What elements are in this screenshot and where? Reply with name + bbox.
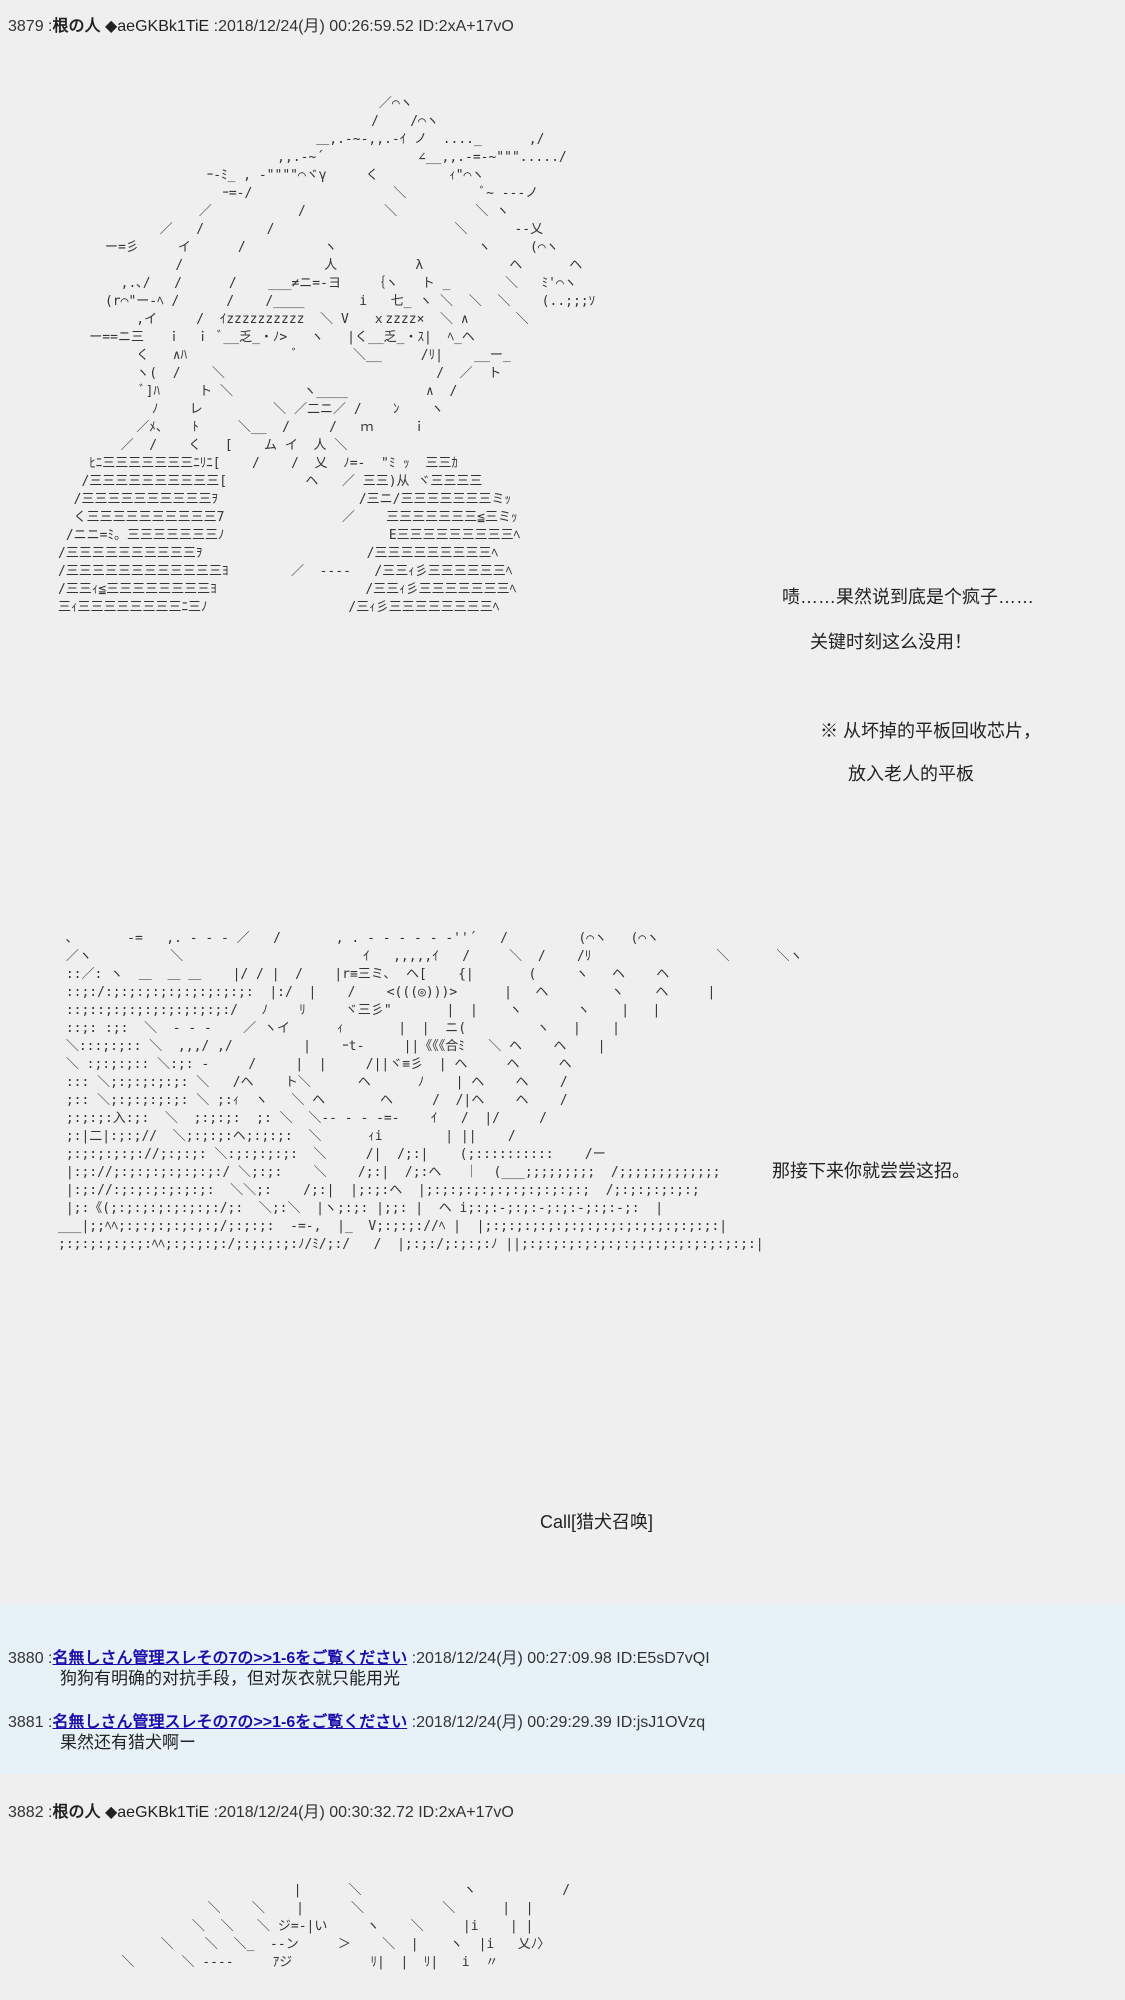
post-number[interactable]: 3880: [8, 1650, 44, 1667]
reply-body: 狗狗有明确的对抗手段，但对灰衣就只能用光: [60, 1669, 400, 1688]
post-datetime: :2018/12/24(月) 00:26:59.52: [213, 18, 414, 35]
poster-name: 根の人: [52, 1804, 101, 1821]
poster-name-link[interactable]: 名無しさん管理スレその7の>>1-6をご覧ください: [52, 1650, 408, 1667]
poster-name: 根の人: [52, 18, 101, 35]
post-datetime: :2018/12/24(月) 00:29:29.39: [411, 1714, 612, 1731]
poster-name-link[interactable]: 名無しさん管理スレその7の>>1-6をご覧ください: [52, 1714, 408, 1731]
post-header: 3881 :名無しさん管理スレその7の>>1-6をご覧ください :2018/12…: [8, 1714, 706, 1731]
skill-call-text: Call[猎犬召唤]: [540, 1512, 654, 1532]
post-id[interactable]: ID:2xA+17vO: [418, 18, 514, 35]
post-header: 3882 :根の人 ◆aeGKBk1TiE :2018/12/24(月) 00:…: [8, 1804, 514, 1821]
post-number[interactable]: 3882: [8, 1804, 44, 1821]
post-id[interactable]: ID:E5sD7vQI: [616, 1650, 710, 1667]
narration-line: 啧……果然说到底是个疯子……: [782, 587, 1034, 607]
post-datetime: :2018/12/24(月) 00:30:32.72: [213, 1804, 414, 1821]
post-number[interactable]: 3879: [8, 18, 44, 35]
replies-section: 3880 :名無しさん管理スレその7の>>1-6をご覧ください :2018/12…: [0, 1604, 1125, 1774]
narration-line: 放入老人的平板: [848, 764, 974, 784]
post-datetime: :2018/12/24(月) 00:27:09.98: [411, 1650, 612, 1667]
poster-trip: ◆aeGKBk1TiE: [104, 18, 210, 35]
poster-trip: ◆aeGKBk1TiE: [104, 1804, 210, 1821]
narration-line: 关键时刻这么没用！: [810, 632, 972, 652]
post-id[interactable]: ID:jsJ1OVzq: [616, 1714, 706, 1731]
post-number[interactable]: 3881: [8, 1714, 44, 1731]
narration-line: ※ 从坏掉的平板回收芯片，: [820, 721, 1041, 741]
ascii-art-character-2: ､ ‐= ,. ‐ ‐ ‐ ／ / , . ‐ ‐ ‐ ‐ ‐ ‐''´ / (…: [58, 931, 803, 1252]
ascii-art-character-3: | ＼ ヽ / ＼ ＼ | ＼ ＼ | | ＼ ＼ ＼ ジ=-|い ヽ ＼ |i…: [121, 1883, 571, 1970]
reply-body: 果然还有猎犬啊ー: [60, 1733, 196, 1752]
post-id[interactable]: ID:2xA+17vO: [418, 1804, 514, 1821]
post-header: 3880 :名無しさん管理スレその7の>>1-6をご覧ください :2018/12…: [8, 1650, 710, 1667]
narration-line: 那接下来你就尝尝这招。: [772, 1161, 970, 1181]
post-header: 3879 :根の人 ◆aeGKBk1TiE :2018/12/24(月) 00:…: [8, 18, 514, 35]
ascii-art-character-1: ／⌒ヽ / /⌒ヽ ＿,.-~-,,.-ｲ ノ ...._ ,/ ,,.-~´ …: [58, 96, 596, 615]
